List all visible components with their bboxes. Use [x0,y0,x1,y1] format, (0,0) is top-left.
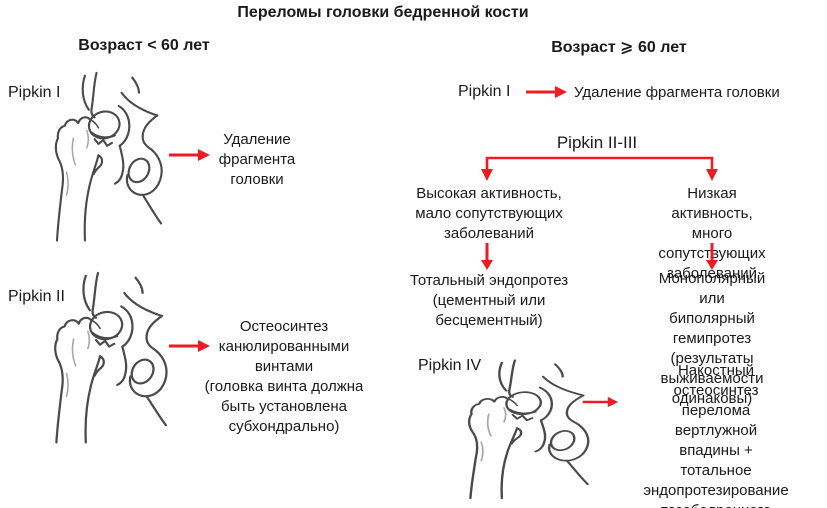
left-pipkin2-treatment: Остеосинтез канюлированными винтами (гол… [204,318,364,435]
left-pipkin1-treatment: Удаление фрагмента головки [218,131,296,188]
branch-bracket-arrows [481,156,718,181]
right-pipkin4-label: Pipkin IV [418,357,482,374]
right-pipkin4-treatment: Накостный остеосинтез перелома вертлужно… [643,362,789,508]
right-age-group-header: Возраст ⩾ 60 лет [551,39,687,56]
right-arrow-icon [526,86,567,98]
left-pipkin1-label: Pipkin I [8,84,61,101]
diagram-title: Переломы головки бедренной кости [237,4,529,21]
down-arrow-icon [706,243,718,270]
hip-joint-illustration-pipkin1 [54,71,163,242]
right-pipkin1-treatment: Удаление фрагмента головки [574,84,780,101]
down-arrow-icon [481,243,493,270]
right-pipkin23-label: Pipkin II-III [556,133,638,152]
right-arrow-icon [169,340,210,352]
branch-high-activity-treatment: Тотальный эндопротез (цементный или бесц… [409,272,569,329]
hip-joint-illustration-pipkin2 [54,271,168,444]
left-pipkin2-label: Pipkin II [8,288,65,305]
branch-high-activity-condition: Высокая активность, мало сопутствующих з… [415,185,563,242]
left-age-group-header: Возраст < 60 лет [78,37,210,54]
hip-joint-illustration-pipkin4 [467,359,590,500]
right-pipkin1-label: Pipkin I [458,83,511,100]
right-arrow-icon [169,149,210,161]
right-arrow-icon [582,396,619,408]
branch-low-activity-treatment: Монополярный или биполярный гемипротез (… [658,270,766,407]
